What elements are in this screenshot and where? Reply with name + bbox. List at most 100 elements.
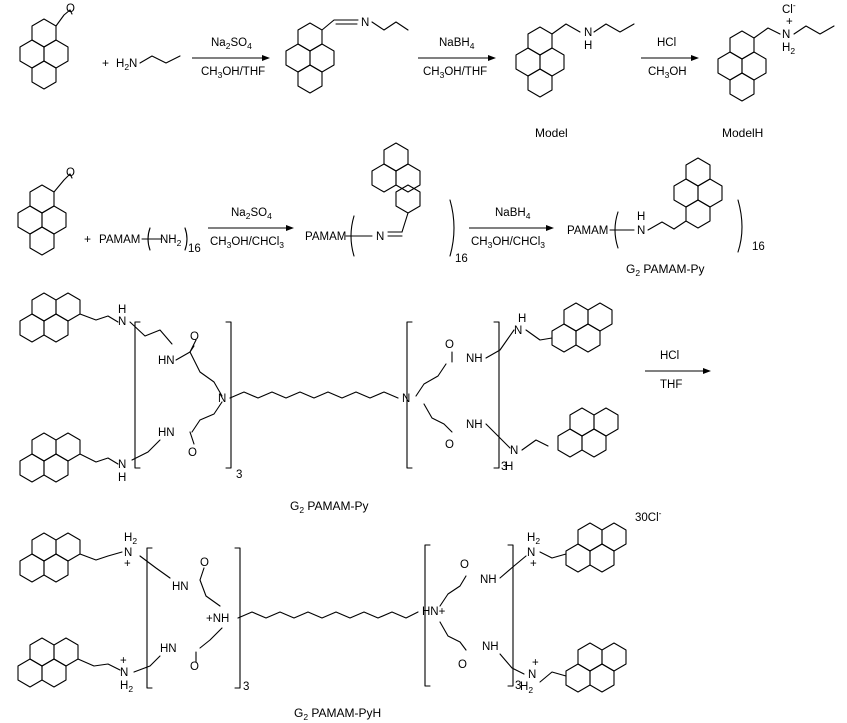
carbonyl-o-top-left: O — [190, 331, 199, 343]
row-1-model-synthesis: O + H2N Na2SO4 CH3OH/THF N NaBH4 CH3OH/T… — [19, 0, 835, 140]
nitrogen-top-right: N — [514, 325, 522, 337]
pyrene-bottom-left — [19, 432, 119, 483]
pyrene-bottom-right-4 — [539, 642, 627, 693]
carbonyl-o-bottom-left: O — [188, 447, 197, 459]
amide-hn-bottom-left-4: HN — [160, 643, 177, 655]
nitrogen-bottom-left: N — [118, 459, 126, 471]
solvent-thf: THF — [660, 379, 682, 391]
pamam-label-3: PAMAM — [567, 225, 608, 237]
h2-top-right: H2 — [527, 532, 540, 546]
model-nh-hydrogen: H — [584, 40, 592, 52]
h2-bottom-right: H2 — [520, 681, 533, 695]
amide-nh-top-right-4: NH — [480, 574, 497, 586]
nitrogen-top-left-4: N — [124, 547, 132, 559]
model-nitrogen: N — [584, 27, 592, 39]
amide-hn-bottom-left: HN — [158, 427, 175, 439]
carbonyl-o-bottom-right-4: O — [458, 659, 467, 671]
nh2-group: NH2 — [160, 234, 182, 248]
label-g2-pamam-pyh: G2 PAMAM-PyH — [294, 706, 381, 722]
row-3-g2-pamam-py: N H N H 3 HN O N HN O N 3 — [19, 292, 711, 515]
hydrogen-bottom-right: H — [505, 461, 513, 473]
plus-bottom-left: + — [120, 655, 127, 667]
bracket-right-open — [406, 321, 413, 469]
pyrene-imine-structure-2 — [371, 142, 421, 233]
nitrogen-top-left: N — [118, 316, 126, 328]
pyrene-aldehyde-structure — [19, 9, 73, 90]
nitrogen-top-right-4: N — [527, 547, 535, 559]
arrow-5-head — [546, 225, 554, 231]
subscript-3-right-4: 3 — [515, 680, 521, 692]
bracket-left-close — [225, 321, 232, 469]
arrow-2-head — [488, 55, 496, 61]
modelh-structure — [717, 25, 835, 102]
imine-nitrogen-2: N — [376, 231, 384, 243]
hydrogen-bottom-left: H — [118, 472, 126, 484]
nitrogen-bottom-left-4: N — [120, 667, 128, 679]
pyrene-top-left-4 — [19, 532, 123, 583]
reagent-hcl: HCl — [657, 37, 676, 49]
h2-bottom-left: H2 — [120, 680, 133, 694]
modelh-h2: H2 — [782, 42, 795, 56]
pyrene-bottom-right — [521, 407, 619, 458]
label-g2-pamam-py-2: G2 PAMAM-Py — [290, 499, 369, 515]
reagent-nabh4: NaBH4 — [439, 37, 475, 51]
row-2-dendrimer-synthesis: O + PAMAM NH2 16 Na2SO4 CH3OH/CHCl3 PAMA… — [17, 142, 765, 278]
bracket-right-open-4 — [424, 544, 431, 687]
subscript-16b: 16 — [455, 253, 468, 265]
pyrene-top-right — [525, 302, 613, 353]
imine-nitrogen: N — [361, 17, 369, 29]
pyrene-imine-structure — [285, 19, 409, 94]
carbonyl-o-top-left-4: O — [200, 557, 209, 569]
amide-nh-bottom-right: NH — [466, 419, 483, 431]
c12-linker-4 — [237, 611, 419, 619]
propylamine-nh2: H2N — [116, 58, 137, 72]
modelh-plus: + — [786, 16, 793, 28]
solvent-ch3oh: CH3OH — [648, 66, 687, 80]
hydrogen-top-right: H — [518, 313, 526, 325]
bracket-left-open-4 — [146, 547, 153, 689]
core-nh-left: +NH — [206, 613, 229, 625]
arrow-4-head — [286, 225, 294, 231]
carbonyl-o-top-right-4: O — [460, 559, 469, 571]
counterion-30cl: 30Cl- — [635, 508, 662, 524]
bracket-left-close-4 — [234, 547, 241, 689]
reagent-na2so4: Na2SO4 — [211, 37, 252, 51]
subscript-16c: 16 — [752, 241, 765, 253]
paren-open — [147, 227, 151, 251]
nitrogen-bottom-right: N — [510, 445, 518, 457]
hydrogen-top-left: H — [118, 304, 126, 316]
arrow-6-head — [703, 368, 711, 374]
subscript-16: 16 — [188, 243, 201, 255]
carbonyl-o-bottom-left-4: O — [190, 661, 199, 673]
pyrene-amine-structure-2 — [673, 157, 723, 230]
c12-linker — [229, 391, 399, 399]
solvent-ch3oh-chcl3: CH3OH/CHCl3 — [210, 236, 284, 250]
bracket-right-close-4 — [507, 544, 514, 687]
pamam-label-2: PAMAM — [305, 231, 346, 243]
aldehyde-oxygen-2: O — [66, 167, 75, 179]
aldehyde-oxygen: O — [66, 3, 75, 15]
paren-close — [184, 227, 188, 251]
plus-bottom-right: + — [532, 657, 539, 669]
row-4-g2-pamam-pyh: 30Cl- H2 N + + N H2 3 HN O +NH HN — [17, 508, 662, 722]
amide-hn-top-left-4: HN — [172, 581, 189, 593]
subscript-3-right: 3 — [501, 461, 507, 473]
model-amine-structure — [515, 23, 635, 98]
core-nitrogen-right: N — [402, 393, 410, 405]
amide-nh-top-right: NH — [466, 353, 483, 365]
pamam-label: PAMAM — [99, 234, 140, 246]
core-hn-right: HN+ — [422, 606, 446, 618]
plus-sign: + — [102, 56, 109, 70]
paren-open-3 — [614, 211, 619, 249]
subscript-3-left: 3 — [236, 469, 242, 481]
plus-top-right: + — [530, 558, 537, 570]
arrow-1-head — [262, 55, 270, 61]
h2-top-left: H2 — [124, 532, 137, 546]
label-modelh: ModelH — [722, 126, 763, 140]
paren-close-3 — [737, 199, 743, 253]
pyrene-top-right-4 — [539, 522, 627, 573]
carbonyl-o-bottom-right: O — [445, 439, 454, 451]
pyrene-aldehyde-structure-2 — [17, 173, 73, 256]
label-g2-pamam-py: G2 PAMAM-Py — [626, 262, 705, 278]
